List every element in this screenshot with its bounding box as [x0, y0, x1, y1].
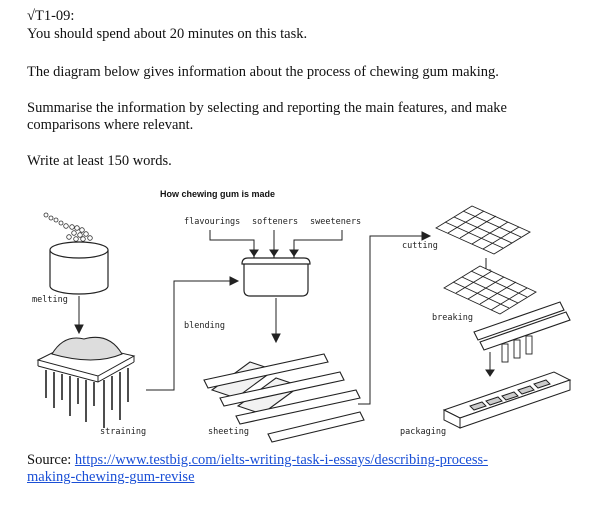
- source-link-continued[interactable]: making-chewing-gum-revise: [27, 469, 195, 485]
- label-breaking: breaking: [432, 313, 473, 323]
- gum-bubbles-icon: [43, 212, 93, 242]
- label-sweeteners: sweeteners: [310, 217, 361, 227]
- sheeting-rollers-icon: [203, 353, 365, 443]
- ingredient-arrows: [209, 230, 343, 257]
- label-straining: straining: [100, 427, 146, 437]
- arrow-breaking-to-packaging: [485, 352, 495, 377]
- melting-drum-icon: [49, 241, 109, 295]
- arrow-blending-to-sheeting: [271, 298, 281, 344]
- label-sheeting: sheeting: [208, 427, 249, 437]
- label-softeners: softeners: [252, 217, 298, 227]
- process-diagram: How chewing gum is made melting st: [32, 189, 572, 443]
- arrow-straining-to-blending: [146, 276, 240, 391]
- diagram-title: How chewing gum is made: [160, 189, 275, 199]
- straining-sieve-icon: [36, 336, 136, 428]
- summary-instruction-line1: Summarise the information by selecting a…: [27, 100, 507, 116]
- arrow-melting-to-straining: [74, 296, 84, 335]
- summary-instruction-line2: comparisons where relevant.: [27, 117, 194, 133]
- breaking-rollers-icon: [443, 265, 571, 363]
- source-line2: making-chewing-gum-revise: [27, 469, 195, 485]
- label-blending: blending: [184, 321, 225, 331]
- source-label: Source:: [27, 452, 72, 468]
- task-id: √T1-09:: [27, 8, 75, 24]
- label-melting: melting: [32, 295, 68, 305]
- source-link[interactable]: https://www.testbig.com/ielts-writing-ta…: [74, 452, 488, 468]
- source-line1: Source: https://www.testbig.com/ielts-wr…: [27, 452, 488, 468]
- label-flavourings: flavourings: [184, 217, 240, 227]
- cutting-grid-icon: [435, 205, 531, 255]
- word-count-instruction: Write at least 150 words.: [27, 153, 172, 169]
- time-instruction: You should spend about 20 minutes on thi…: [27, 26, 308, 42]
- arrow-sheeting-to-cutting: [358, 231, 432, 405]
- label-packaging: packaging: [400, 427, 446, 437]
- blending-mixer-icon: [241, 254, 311, 297]
- packaging-conveyor-icon: [442, 371, 572, 429]
- label-cutting: cutting: [402, 241, 438, 251]
- task-intro: The diagram below gives information abou…: [27, 64, 499, 80]
